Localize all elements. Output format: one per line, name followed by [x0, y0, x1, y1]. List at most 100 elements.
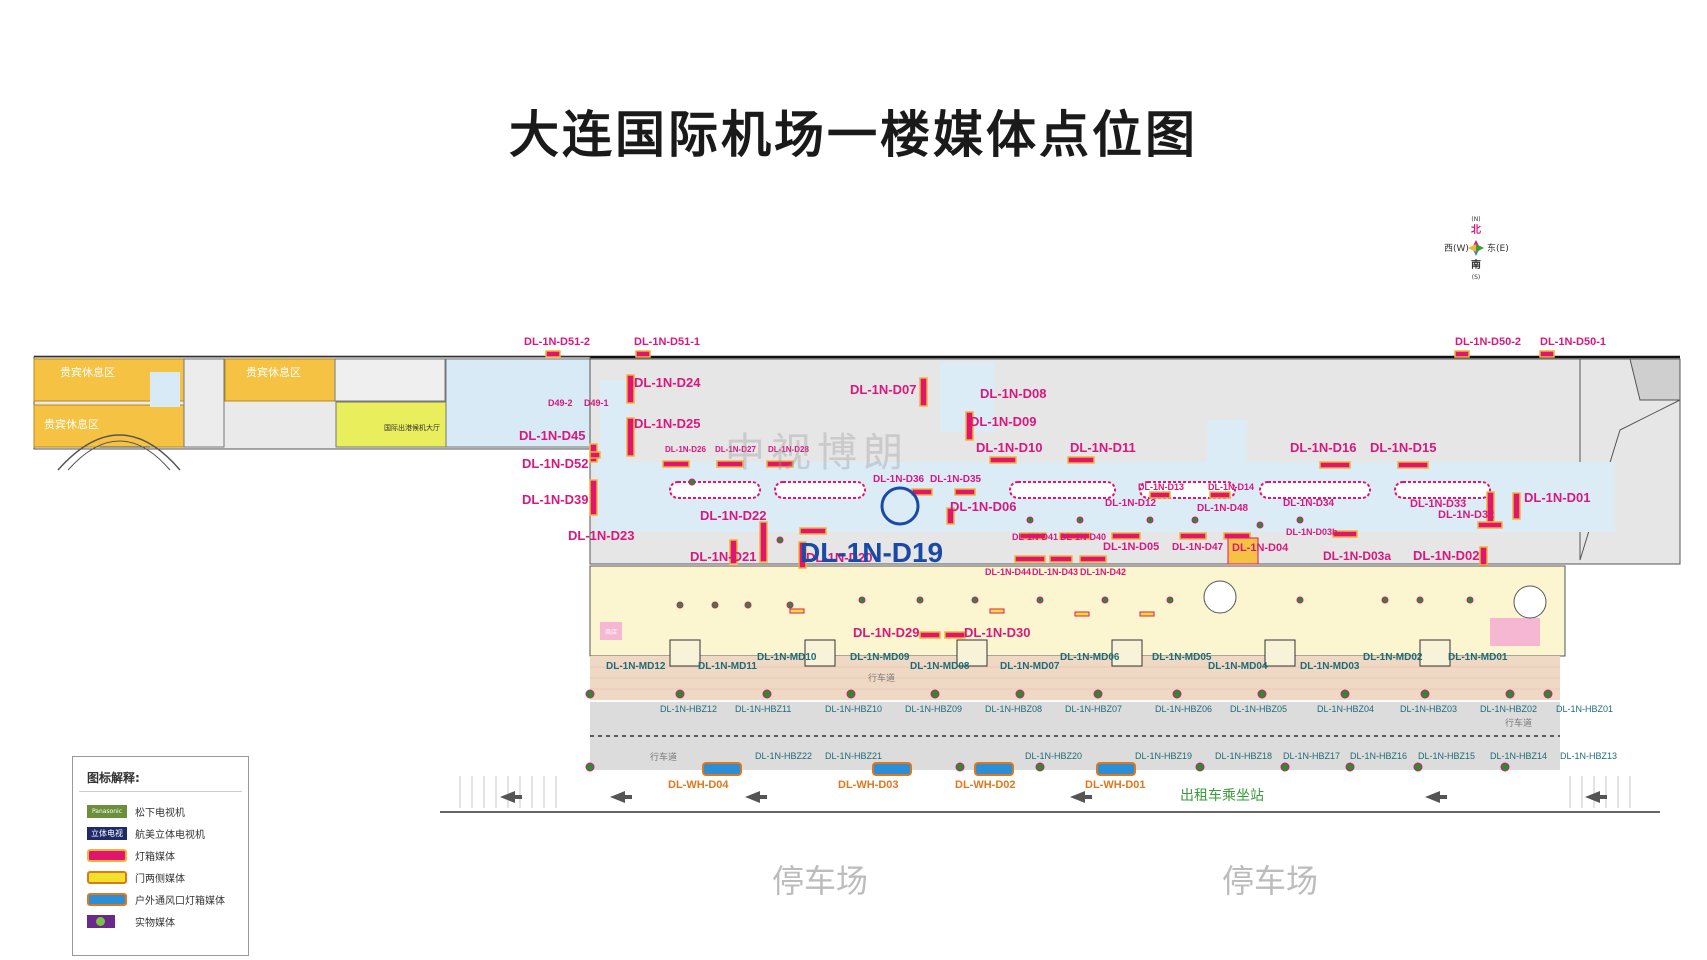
label-d13: DL-1N-D13	[1138, 482, 1184, 492]
label-d34: DL-1N-D34	[1283, 498, 1335, 509]
vent-lightbox-icon	[87, 892, 127, 906]
zone-road-1: 行车道	[868, 672, 895, 684]
label-hbz14: DL-1N-HBZ14	[1490, 751, 1547, 761]
label-wh01: DL-WH-D01	[1085, 779, 1146, 791]
label-d10: DL-1N-D10	[976, 440, 1042, 455]
legend-item-door-media: 门两侧媒体	[87, 869, 185, 885]
zone-road-2: 行车道	[1505, 717, 1532, 729]
zone-road-3: 行车道	[650, 751, 677, 763]
label-d11: DL-1N-D11	[1070, 440, 1136, 455]
legend-label: 灯箱媒体	[135, 851, 175, 863]
label-wh03: DL-WH-D03	[838, 779, 899, 791]
label-d28: DL-1N-D28	[768, 445, 809, 454]
label-d49-2: D49-2	[548, 398, 573, 408]
panasonic-tv-icon: Panasonic	[87, 804, 127, 818]
label-d51-1: DL-1N-D51-1	[634, 336, 700, 348]
label-d01: DL-1N-D01	[1524, 490, 1590, 505]
label-d42: DL-1N-D42	[1080, 567, 1126, 577]
traffic-arrows	[500, 791, 1607, 803]
label-md03: DL-1N-MD03	[1300, 661, 1360, 672]
label-hbz05: DL-1N-HBZ05	[1230, 704, 1287, 714]
label-hbz17: DL-1N-HBZ17	[1283, 751, 1340, 761]
gate-doors	[669, 639, 1451, 667]
label-d51-2: DL-1N-D51-2	[524, 336, 590, 348]
label-wh04: DL-WH-D04	[668, 779, 729, 791]
label-hbz20: DL-1N-HBZ20	[1025, 751, 1082, 761]
legend-item-vent-lightbox: 户外通风口灯箱媒体	[87, 891, 225, 907]
label-d24: DL-1N-D24	[634, 375, 701, 390]
compass-south: 南	[1471, 258, 1481, 271]
label-hbz22: DL-1N-HBZ22	[755, 751, 812, 761]
label-d05: DL-1N-D05	[1103, 541, 1159, 553]
label-d21: DL-1N-D21	[690, 549, 756, 564]
zone-store-1: 商店	[605, 628, 617, 636]
3d-tv-icon: 立体电视	[87, 826, 127, 840]
door-media-markers	[789, 608, 1155, 617]
label-hbz13: DL-1N-HBZ13	[1560, 751, 1617, 761]
label-hbz01: DL-1N-HBZ01	[1556, 704, 1613, 714]
label-d47: DL-1N-D47	[1172, 542, 1224, 553]
lightbox-icon	[87, 848, 127, 862]
label-hbz19: DL-1N-HBZ19	[1135, 751, 1192, 761]
label-d03a: DL-1N-D03a	[1323, 549, 1391, 563]
compass-north: 北	[1471, 223, 1481, 236]
label-md01: DL-1N-MD01	[1448, 652, 1508, 663]
baggage-carousels	[669, 481, 1491, 499]
arrivals-hall	[589, 565, 1566, 657]
label-d15: DL-1N-D15	[1370, 440, 1436, 455]
label-hbz10: DL-1N-HBZ10	[825, 704, 882, 714]
label-d30: DL-1N-D30	[964, 625, 1030, 640]
d04-media-block	[1227, 537, 1259, 565]
map-title: 大连国际机场一楼媒体点位图	[509, 106, 1198, 164]
intl-departure-hall	[335, 401, 447, 448]
label-wh02: DL-WH-D02	[955, 779, 1016, 791]
label-hbz16: DL-1N-HBZ16	[1350, 751, 1407, 761]
label-d08: DL-1N-D08	[980, 386, 1046, 401]
label-d23: DL-1N-D23	[568, 528, 634, 543]
zone-parking-1: 停车场	[772, 862, 868, 900]
legend-item-lightbox: 灯箱媒体	[87, 847, 175, 863]
label-md10: DL-1N-MD10	[757, 652, 817, 663]
label-d02: DL-1N-D02	[1413, 548, 1479, 563]
label-hbz18: DL-1N-HBZ18	[1215, 751, 1272, 761]
physical-media-dots	[585, 478, 1553, 772]
label-md07: DL-1N-MD07	[1000, 661, 1060, 672]
watermark: 中视博朗	[725, 430, 909, 476]
compass-icon	[1468, 240, 1484, 256]
label-d19: DL-1N-D19	[800, 537, 943, 568]
label-hbz09: DL-1N-HBZ09	[905, 704, 962, 714]
zone-intl-hall: 国际出港候机大厅	[384, 423, 440, 432]
label-d33: DL-1N-D33	[1410, 498, 1466, 510]
label-d32: DL-1N-D32	[1438, 509, 1494, 521]
legend-label: 实物媒体	[135, 917, 175, 929]
label-d39: DL-1N-D39	[522, 492, 588, 507]
label-d35: DL-1N-D35	[930, 474, 982, 485]
label-d27: DL-1N-D27	[715, 445, 756, 454]
label-d45: DL-1N-D45	[519, 428, 585, 443]
legend-label: 户外通风口灯箱媒体	[135, 895, 225, 907]
label-d29: DL-1N-D29	[853, 625, 919, 640]
legend-label: 门两侧媒体	[135, 873, 185, 885]
label-d04: DL-1N-D04	[1232, 542, 1289, 554]
label-d22: DL-1N-D22	[700, 508, 766, 523]
label-d20: DL-1N-D20	[806, 550, 872, 565]
zone-parking-2: 停车场	[1222, 862, 1318, 900]
zone-vip-3: 贵宾休息区	[44, 417, 99, 431]
label-hbz21: DL-1N-HBZ21	[825, 751, 882, 761]
label-d03b: DL-1N-D03b	[1286, 527, 1338, 537]
label-d52: DL-1N-D52	[522, 456, 588, 471]
compass-east: 东(E)	[1487, 242, 1509, 254]
label-d50-1: DL-1N-D50-1	[1540, 336, 1606, 348]
label-d25: DL-1N-D25	[634, 416, 700, 431]
label-d43: DL-1N-D43	[1032, 567, 1078, 577]
label-md02: DL-1N-MD02	[1363, 652, 1423, 663]
legend-item-panasonic-tv: Panasonic 松下电视机	[87, 803, 185, 819]
label-md04: DL-1N-MD04	[1208, 661, 1268, 672]
label-d50-2: DL-1N-D50-2	[1455, 336, 1521, 348]
label-d16: DL-1N-D16	[1290, 440, 1356, 455]
label-hbz08: DL-1N-HBZ08	[985, 704, 1042, 714]
label-md09: DL-1N-MD09	[850, 652, 910, 663]
label-d26: DL-1N-D26	[665, 445, 706, 454]
label-md12: DL-1N-MD12	[606, 661, 666, 672]
